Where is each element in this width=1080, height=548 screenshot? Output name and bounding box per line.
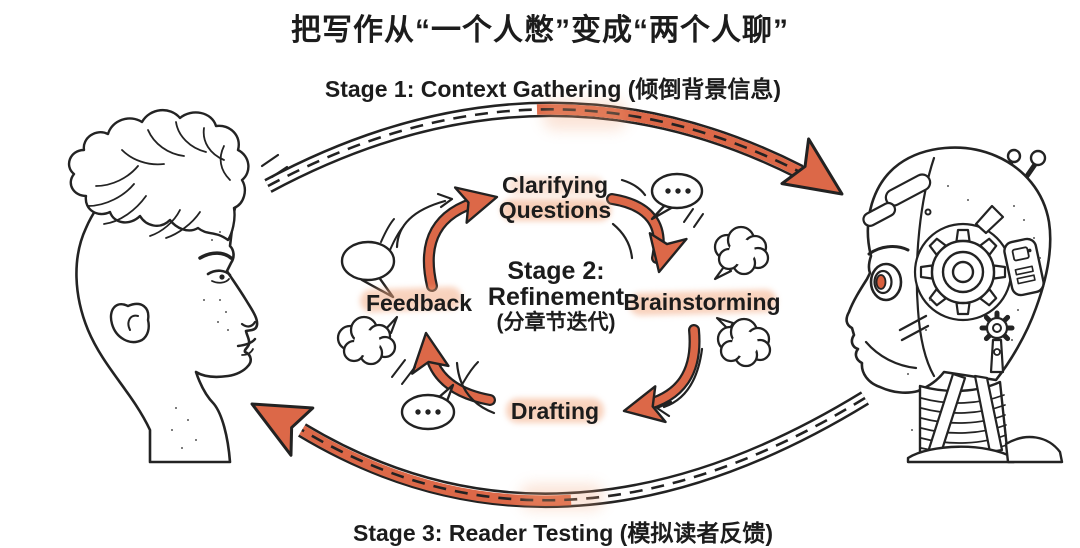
stage1-label: Stage 1: Context Gathering (倾倒背景信息) — [324, 76, 782, 102]
cycle-step-feedback: Feedback — [365, 290, 473, 316]
speech-bubble-empty-left — [340, 240, 396, 299]
stage2-line1: Stage 2: — [507, 257, 605, 285]
sketch-arrows — [380, 178, 704, 418]
human-head-sketch — [67, 109, 259, 464]
stage2-line2: Refinement — [487, 283, 625, 311]
thought-cloud-right-bottom — [715, 316, 772, 368]
speech-bubble-ellipsis-bottom-left — [400, 383, 456, 431]
stage2-label: Stage 2: Refinement (分章节迭代) — [456, 258, 656, 336]
highlight-top-band — [543, 100, 627, 130]
stage3-label: Stage 3: Reader Testing (模拟读者反馈) — [352, 520, 774, 546]
page-title: 把写作从“一个人憋”变成“两个人聊” — [291, 14, 789, 47]
thought-cloud-left — [336, 315, 399, 366]
cycle-arrow-drafting-to-feedback — [405, 329, 496, 406]
cycle-arrow-feedback-to-clarifying — [422, 176, 503, 292]
robot-head-sketch — [845, 146, 1064, 464]
stage1-flow-arrow — [260, 101, 859, 216]
stage2-line3: (分章节迭代) — [496, 311, 616, 334]
speech-bubble-ellipsis-top-right — [650, 172, 704, 221]
cycle-step-clarifying-questions: Clarifying Questions — [475, 173, 635, 223]
highlight-clarifying — [508, 177, 604, 195]
clarifying-line2: Questions — [498, 197, 612, 223]
cycle-arrow-brainstorming-to-drafting — [618, 324, 701, 432]
highlight-bottom-band — [520, 484, 604, 510]
thought-cloud-right-top — [713, 225, 770, 281]
cycle-step-drafting: Drafting — [510, 398, 600, 424]
cycle-step-brainstorming: Brainstorming — [623, 289, 781, 315]
highlight-drafting — [506, 398, 604, 423]
highlight-questions — [501, 199, 611, 221]
stage3-flow-arrow — [237, 381, 870, 508]
clarifying-line1: Clarifying — [501, 172, 609, 198]
